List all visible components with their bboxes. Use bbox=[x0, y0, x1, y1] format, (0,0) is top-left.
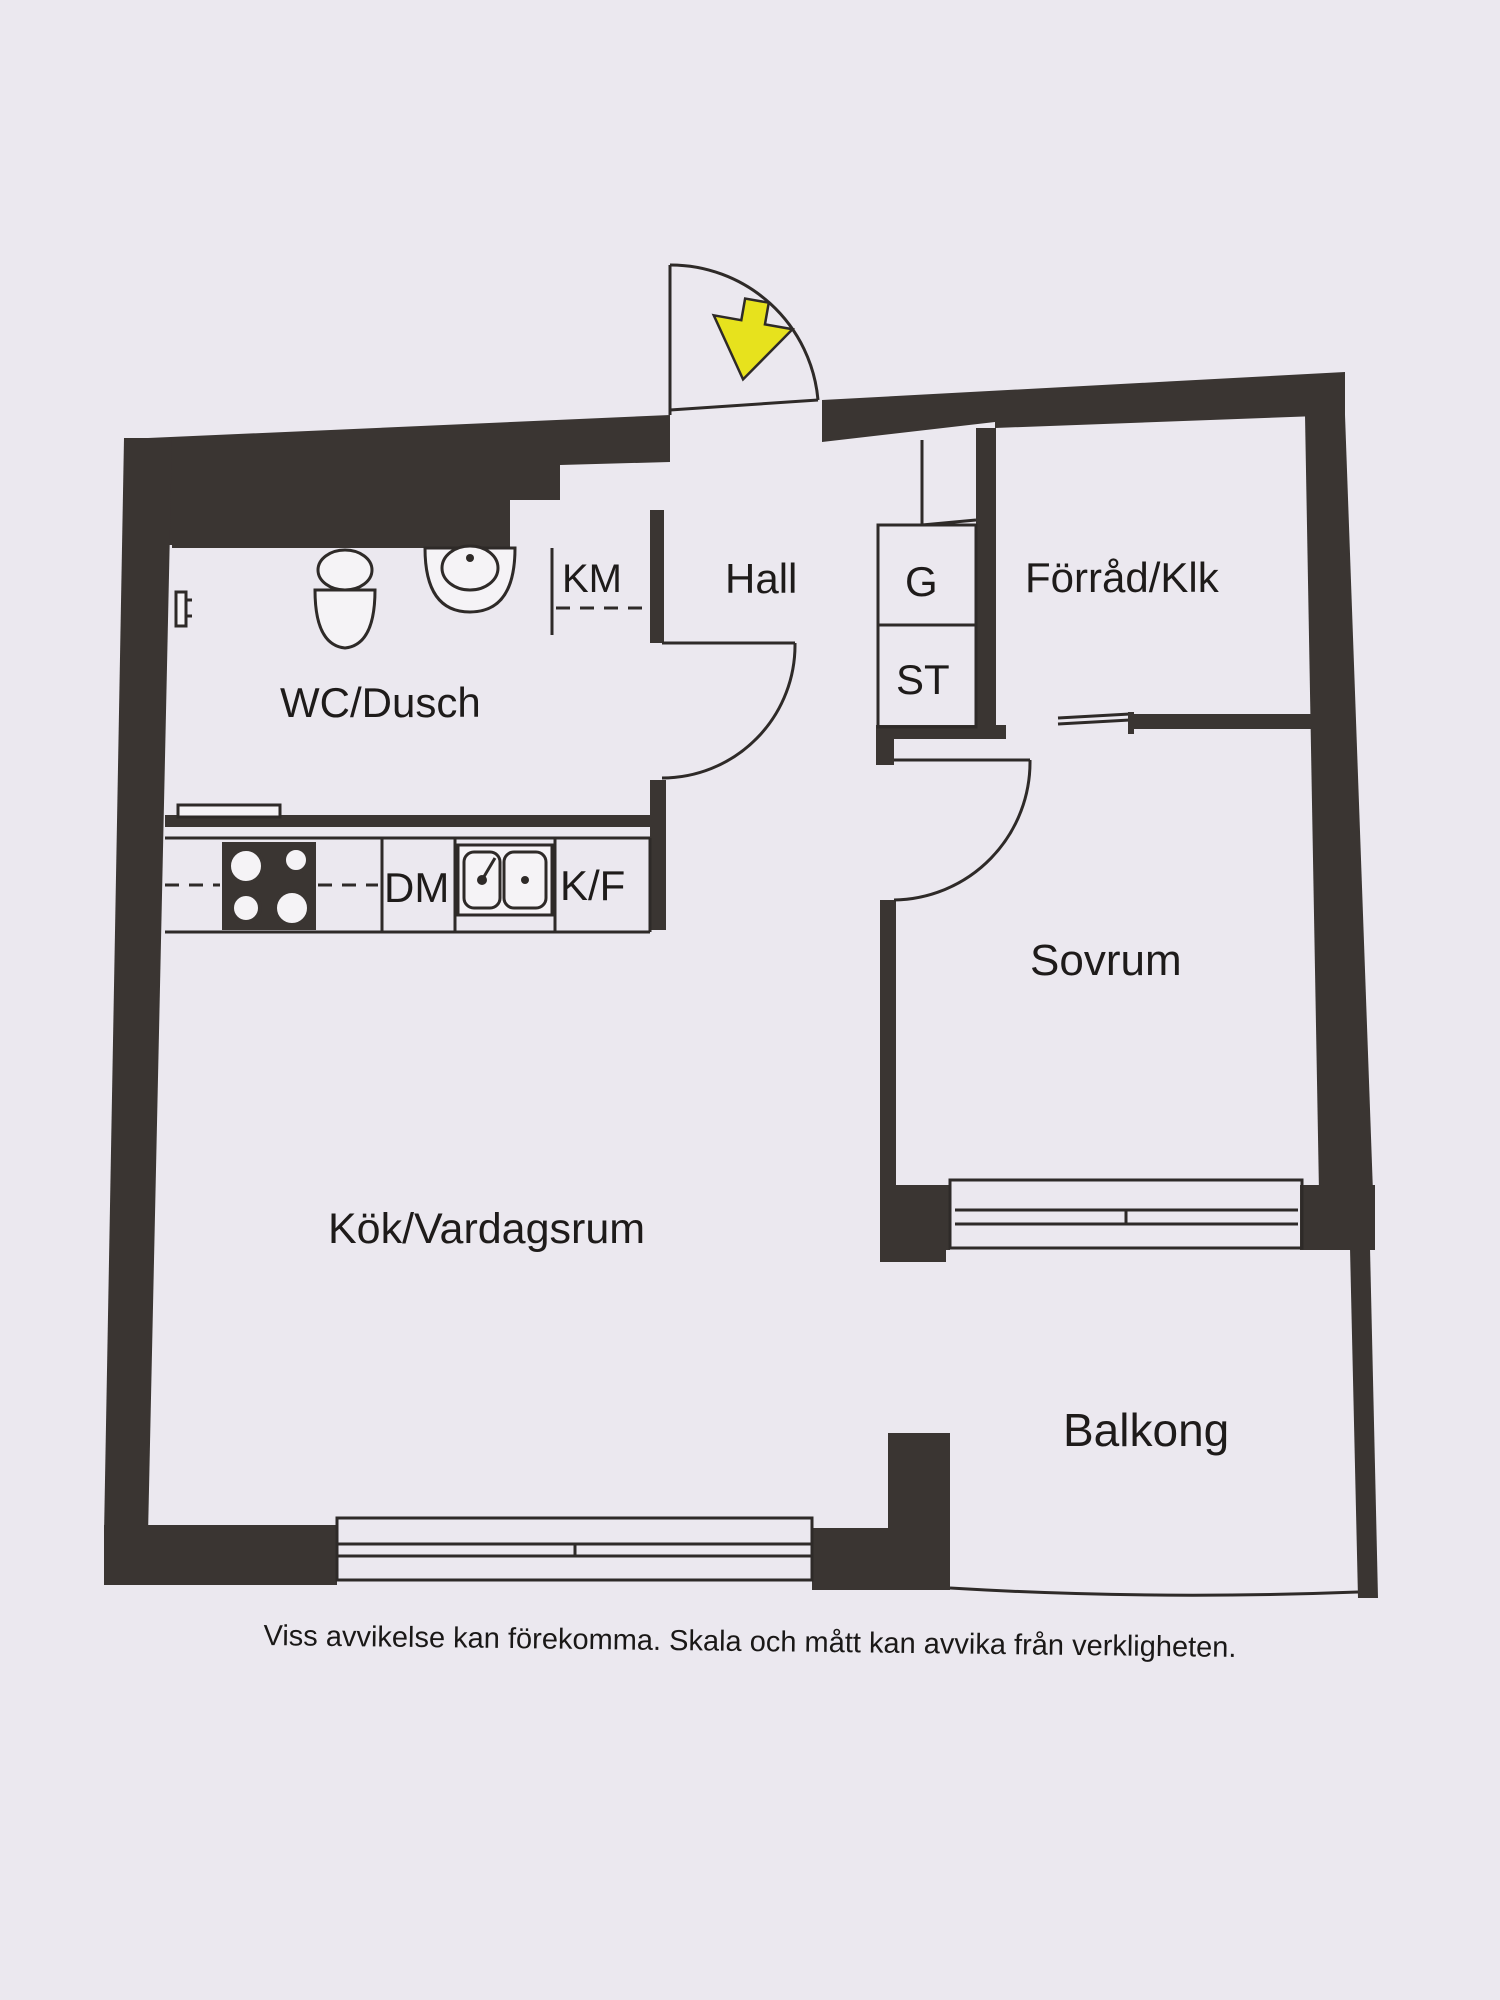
wall-hall-left-lower bbox=[650, 780, 666, 930]
wc-door bbox=[661, 641, 797, 780]
wall-top-right bbox=[822, 372, 1345, 442]
room-label-dm: DM bbox=[384, 864, 449, 911]
washing-machine-area bbox=[550, 548, 648, 635]
wall-bedroom-left bbox=[880, 900, 896, 1260]
room-label-st: ST bbox=[896, 656, 950, 703]
closets bbox=[876, 440, 978, 729]
kitchen-counter bbox=[165, 836, 652, 934]
wall-storage-bottom bbox=[1132, 714, 1317, 729]
wall-bedroom-bottom-right bbox=[1300, 1185, 1375, 1250]
wall-closet-stub bbox=[876, 735, 894, 765]
closet-st bbox=[876, 623, 978, 729]
wall-bottom-right bbox=[812, 1433, 950, 1590]
wall-closet-right bbox=[976, 428, 996, 733]
outer-walls bbox=[104, 372, 1378, 1598]
room-label-living: Kök/Vardagsrum bbox=[328, 1205, 645, 1253]
entrance-arrow-icon bbox=[711, 297, 796, 382]
interior-walls bbox=[165, 428, 1375, 1262]
wall-bottom-left bbox=[104, 1525, 337, 1585]
bedroom-door bbox=[893, 758, 1032, 902]
toilet-icon bbox=[313, 548, 377, 650]
entrance-door bbox=[668, 263, 820, 415]
wall-wc-kitchen bbox=[165, 815, 655, 827]
room-label-balcony: Balkong bbox=[1063, 1404, 1229, 1456]
wall-right bbox=[1305, 415, 1375, 1248]
balcony-rail-right bbox=[1350, 1248, 1378, 1598]
room-label-wc: WC/Dusch bbox=[280, 679, 481, 726]
wc-bench bbox=[176, 803, 282, 819]
wall-left bbox=[104, 438, 172, 1535]
room-label-g: G bbox=[905, 558, 938, 605]
room-labels: Hall KM G ST Förråd/Klk WC/Dusch DM K/F … bbox=[280, 554, 1229, 1456]
wall-bedroom-bottom-left bbox=[880, 1185, 950, 1262]
wall-top-left bbox=[148, 415, 670, 548]
storage-sliding-door bbox=[1057, 712, 1134, 734]
window-living-room bbox=[335, 1516, 814, 1582]
windows bbox=[335, 1178, 1304, 1582]
shower-fixture-icon bbox=[174, 590, 192, 628]
sink-icon bbox=[456, 843, 554, 917]
room-label-kf: K/F bbox=[560, 862, 625, 909]
room-label-storage: Förråd/Klk bbox=[1025, 554, 1220, 601]
wall-hall-left bbox=[650, 510, 664, 643]
room-label-hall: Hall bbox=[725, 555, 797, 602]
wc-fixtures bbox=[174, 544, 517, 819]
balcony-rail-bottom bbox=[949, 1586, 1359, 1597]
window-bedroom bbox=[948, 1178, 1304, 1250]
stove-icon bbox=[222, 842, 316, 930]
room-label-bedroom: Sovrum bbox=[1030, 936, 1182, 985]
room-label-km: KM bbox=[562, 557, 622, 601]
washbasin-icon bbox=[423, 544, 517, 614]
